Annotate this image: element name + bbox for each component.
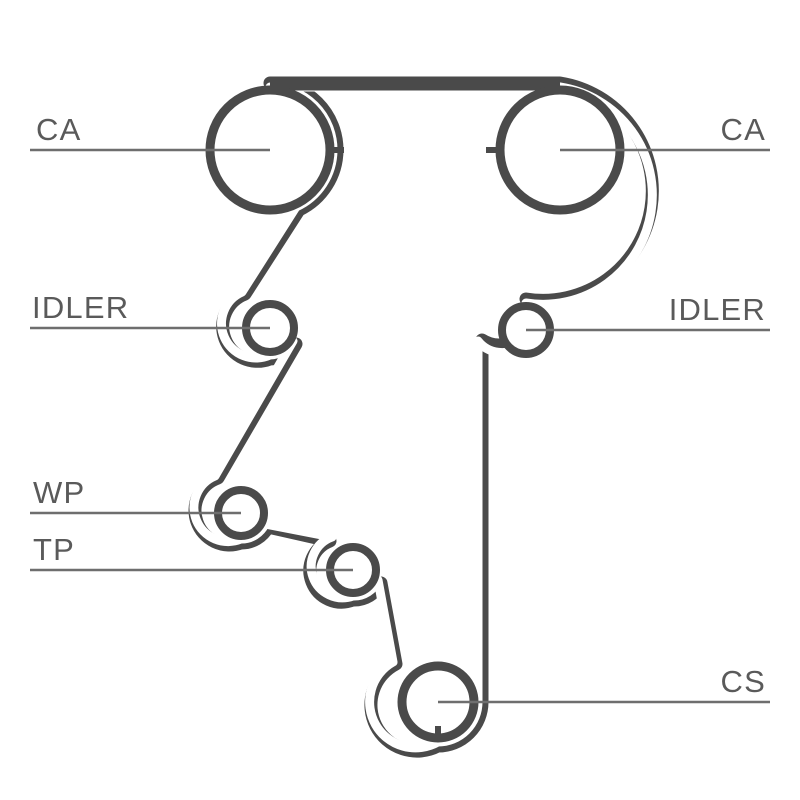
label-camshaft-left: CA [36,112,81,147]
label-idler-right: IDLER [669,292,766,327]
leader-line-group [30,148,770,704]
label-tensioner: TP [33,532,75,567]
label-water-pump: WP [33,475,85,510]
label-camshaft-right: CA [721,112,766,147]
pulley-group [205,85,625,743]
label-idler-left: IDLER [32,290,129,325]
pulley-tick-marks [330,147,500,740]
label-group: CA CA IDLER IDLER WP TP CS [32,112,766,699]
label-crankshaft: CS [721,664,766,699]
